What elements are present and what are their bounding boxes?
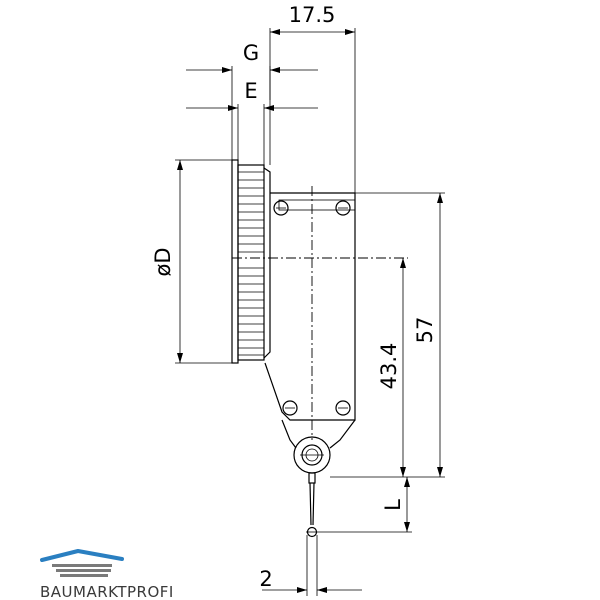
dim-g: G [186,41,318,160]
dim-label-2: 2 [259,567,272,591]
dim-label-57: 57 [413,317,437,344]
roof-icon [40,549,124,562]
logo-text: BAUMARKTPROFI [40,583,174,600]
screw-icon [273,200,289,216]
dim-label-diameter: øD [151,247,175,276]
stylus [306,472,318,538]
dim-label-e: E [244,79,257,103]
dim-e: E [186,79,318,165]
dim-height-43-4: 43.4 [232,257,408,477]
probe-pivot [281,419,356,474]
dim-label-43-4: 43.4 [377,343,401,390]
screw-icon [282,400,298,416]
dim-label-l: L [381,499,405,511]
mounting-plate [264,186,356,440]
dim-diameter: øD [151,159,232,364]
dim-tip-2: 2 [259,535,362,596]
dial-body [231,159,271,364]
dim-label-g: G [243,41,259,65]
dim-width-17-5: 17.5 [269,3,356,193]
dim-l: L [318,477,412,533]
dim-label-17-5: 17.5 [289,3,336,27]
baumarktprofi-logo: BAUMARKTPROFI [40,549,174,600]
dim-height-57: 57 [330,192,445,478]
screw-icon [335,400,351,416]
screw-icon [335,200,351,216]
